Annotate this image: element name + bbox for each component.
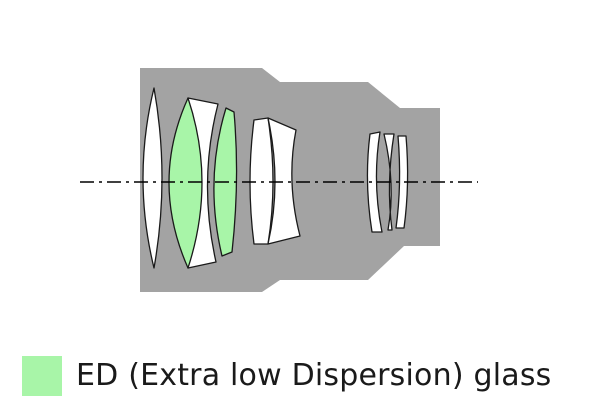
front-element-3 [187,97,219,269]
ed-glass-swatch [22,356,62,396]
legend: ED (Extra low Dispersion) glass [22,356,551,396]
front-element-1 [142,87,163,269]
middle-element-2 [267,117,301,245]
legend-label: ED (Extra low Dispersion) glass [76,358,552,393]
middle-element-1 [249,117,274,245]
rear-element-1 [366,131,383,233]
lens-cross-section-diagram [80,68,478,292]
rear-element-3 [395,135,409,229]
rear-element-2 [383,133,395,231]
